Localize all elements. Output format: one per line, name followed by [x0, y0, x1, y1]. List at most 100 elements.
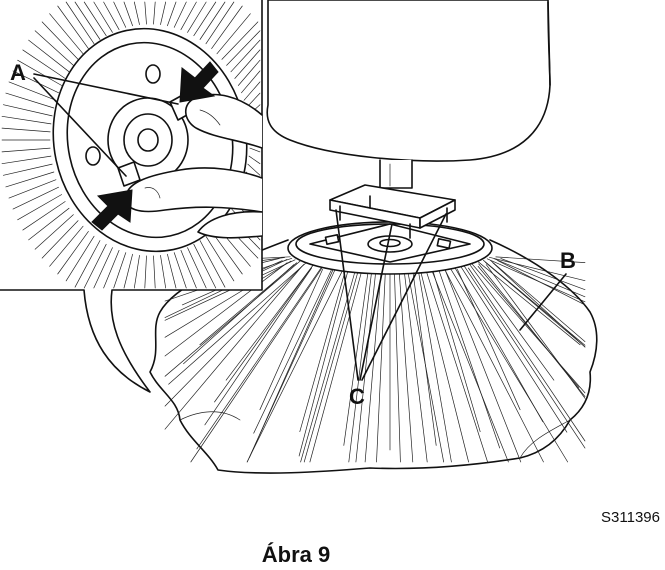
figure-caption: Ábra 9	[262, 542, 330, 567]
inset-bristle-line	[93, 1, 113, 33]
bristle-line	[438, 268, 501, 449]
inset-bristle-line	[65, 235, 95, 282]
bristle-line	[164, 266, 303, 430]
bristle-line	[462, 263, 586, 449]
inset-bristle-line	[211, 231, 243, 275]
inset-bristle-line	[2, 163, 53, 176]
inset-bristle-line	[74, 240, 101, 288]
finger-upper	[184, 93, 263, 149]
bristle-line	[470, 265, 555, 381]
push-arrow-upper-icon	[179, 61, 219, 103]
inset-bristle-line	[74, 1, 101, 40]
bristle-line	[495, 256, 586, 263]
inset-bristle-line	[205, 235, 235, 282]
inset-bristle-line	[248, 155, 261, 165]
inset-bristle-line	[249, 147, 261, 153]
bristle-line	[190, 266, 323, 463]
bristle-line	[418, 271, 452, 463]
inset-bristle-line	[2, 104, 53, 117]
inset-bristle-line	[193, 243, 217, 289]
inset-bristle-line	[34, 214, 74, 250]
bristle-line	[485, 264, 586, 399]
inset-bristle-line	[153, 1, 156, 25]
inset-bristle-line	[123, 253, 133, 289]
bristle-line	[483, 259, 586, 346]
inset-bristle-line	[41, 220, 79, 259]
inset-bristle-line	[17, 59, 63, 86]
inset-bristle-line	[5, 171, 55, 188]
bristle-line	[204, 267, 312, 426]
inset-bristle-line	[22, 201, 66, 231]
inset-bristle-line	[234, 49, 261, 79]
bristle-line	[393, 267, 401, 463]
bristle-line	[348, 269, 373, 463]
bristle-line	[477, 261, 581, 346]
callout-c-leaders	[335, 209, 447, 381]
motor-shaft	[379, 159, 413, 189]
bristle-line	[492, 262, 586, 348]
inset-bristle-line	[83, 1, 107, 37]
callout-a-leader-lower	[33, 77, 127, 177]
hub-clip	[329, 184, 456, 239]
inset-bristle-line	[1, 147, 51, 153]
inset-bristle-line	[243, 81, 261, 101]
inset-bristle-line	[211, 5, 243, 49]
bristle-line	[470, 262, 586, 394]
inset-bristle-line	[237, 59, 261, 86]
brush-inner-curl	[179, 411, 571, 459]
bristle-line	[442, 265, 544, 463]
inset-bristle-line	[57, 5, 89, 49]
bristle-line	[309, 271, 362, 463]
inset-bristle-line	[12, 70, 59, 94]
inset-bristle-line	[49, 13, 84, 55]
bristle-line	[485, 261, 586, 348]
bristle-line	[355, 272, 376, 463]
inset-bristle-line	[5, 92, 55, 109]
bristle-line	[460, 266, 568, 433]
inset-bristle-line	[103, 249, 120, 289]
callout-a-leader-upper	[33, 73, 179, 105]
inset-bristle-line	[12, 186, 59, 210]
inset-bristle-line	[113, 252, 127, 289]
bristle-line	[298, 271, 349, 457]
inset-bristle-line	[113, 1, 127, 28]
inset-bristle-line	[49, 225, 84, 267]
bristle-line	[486, 258, 586, 303]
bristle-line	[214, 265, 313, 403]
inset-bristle-line	[65, 1, 95, 45]
bristle-line	[164, 264, 305, 407]
bristle-line	[259, 269, 323, 411]
inset-bristle-line	[133, 1, 140, 25]
inset-bristle-line	[57, 231, 89, 275]
bristle-line	[299, 268, 347, 433]
brush-outline	[149, 239, 598, 474]
inset-bristle-line	[199, 1, 226, 40]
figure-code: S311396	[601, 509, 660, 526]
bristle-line	[246, 266, 345, 463]
inset-bristle-line	[83, 243, 107, 289]
inset-bristle-line	[1, 155, 52, 165]
bristle-line	[490, 260, 586, 342]
inset-bristle-line	[28, 207, 70, 241]
bristle-line	[183, 264, 295, 365]
inset-bristle-line	[144, 255, 147, 289]
inset-bristle-line	[221, 21, 259, 60]
inset-bristle-line	[28, 39, 70, 73]
inset-bristle-line	[123, 1, 133, 27]
bristle-line	[412, 269, 437, 446]
callout-c: C	[349, 384, 365, 409]
bristle-line	[225, 263, 315, 381]
inset-detail: A	[0, 0, 263, 393]
inset-bristle-line	[160, 255, 167, 289]
inset-bristle-line	[187, 247, 207, 289]
bristle-line	[431, 266, 481, 433]
inset-bristle-line	[1, 115, 52, 125]
inset-bristle-line	[226, 30, 261, 66]
bristle-line	[168, 262, 307, 385]
bristle-line	[196, 264, 324, 450]
bristle-line	[404, 272, 428, 463]
bristle-line	[343, 267, 369, 446]
bristle-line	[419, 267, 469, 463]
inset-bristle-line	[1, 127, 51, 133]
